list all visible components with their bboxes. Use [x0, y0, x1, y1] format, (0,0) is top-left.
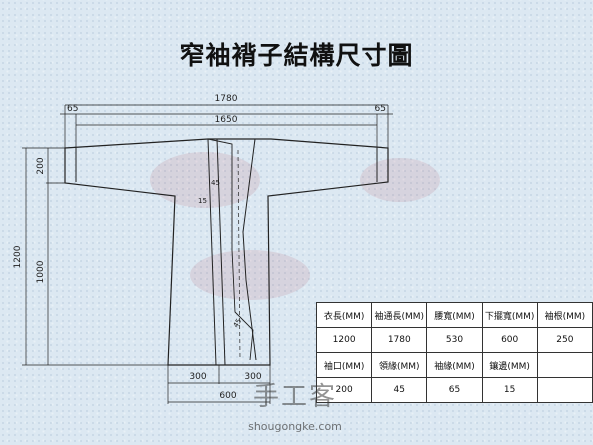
watermark-logo-text: 手工客 [252, 382, 337, 412]
diagram-title: 窄袖褙子結構尺寸圖 [179, 41, 414, 70]
dim-collar-15: 15 [198, 197, 207, 205]
table-cell [536, 352, 593, 378]
left-dimensions [22, 147, 168, 366]
watermark-url: shougongke.com [248, 420, 342, 433]
table-cell: 下擺寬(MM) [481, 302, 538, 328]
table-cell: 250 [536, 327, 593, 353]
collar-band [207, 138, 257, 366]
table-cell: 1780 [371, 327, 428, 353]
top-dimensions [60, 104, 393, 148]
table-header-row-2: 袖口(MM) 領緣(MM) 袖緣(MM) 鑲邊(MM) [315, 352, 593, 378]
dim-cuff-left: 65 [67, 104, 78, 114]
dim-total-width: 1780 [215, 94, 238, 104]
table-cell: 袖緣(MM) [426, 352, 483, 378]
dim-placket-45: 45 [232, 317, 243, 329]
table-cell: 鑲邊(MM) [481, 352, 538, 378]
dim-sleeve-height: 200 [36, 157, 46, 174]
table-cell: 600 [481, 327, 538, 353]
table-cell: 領緣(MM) [371, 352, 428, 378]
table-header-row-1: 衣長(MM) 袖通長(MM) 腰寬(MM) 下擺寬(MM) 袖根(MM) [315, 302, 593, 328]
table-cell: 袖口(MM) [315, 352, 373, 378]
front-placket [207, 138, 254, 361]
table-cell [536, 377, 593, 403]
dim-hem-half-right: 300 [244, 372, 261, 382]
dim-hem-width: 600 [219, 391, 236, 401]
bottom-dimensions [167, 365, 271, 404]
table-cell: 45 [371, 377, 428, 403]
table-cell: 袖根(MM) [536, 302, 593, 328]
table-cell: 65 [426, 377, 483, 403]
table-cell: 200 [315, 377, 373, 403]
table-cell: 袖通長(MM) [371, 302, 428, 328]
background-cloud-watermark [150, 152, 440, 300]
table-cell: 1200 [315, 327, 373, 353]
table-cell: 530 [426, 327, 483, 353]
dim-inner-width: 1650 [215, 115, 238, 125]
table-cell: 15 [481, 377, 538, 403]
table-row-2: 200 45 65 15 [315, 377, 593, 403]
center-line [237, 149, 241, 361]
dim-total-height: 1200 [13, 245, 23, 268]
measurement-table: 衣長(MM) 袖通長(MM) 腰寬(MM) 下擺寬(MM) 袖根(MM) 120… [315, 302, 593, 403]
dim-cuff-right: 65 [375, 104, 386, 114]
table-row-1: 1200 1780 530 600 250 [315, 327, 593, 353]
dim-collar-45: 45 [211, 179, 220, 187]
table-cell: 衣長(MM) [315, 302, 373, 328]
dim-body-height: 1000 [36, 260, 46, 283]
dim-hem-half-left: 300 [189, 372, 206, 382]
garment-outline [64, 138, 389, 366]
table-cell: 腰寬(MM) [426, 302, 483, 328]
